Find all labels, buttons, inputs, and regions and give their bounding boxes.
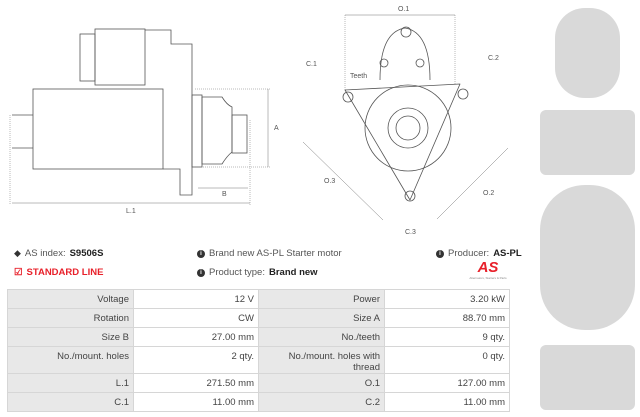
dimension-label-c1: C.1 xyxy=(306,61,317,68)
spec-label: No./mount. holes with thread xyxy=(258,346,385,374)
product-photo-front xyxy=(540,185,635,330)
spec-value: 9 qty. xyxy=(384,327,510,347)
info-icon: i xyxy=(197,268,205,277)
producer: i Producer:AS-PL xyxy=(436,248,522,259)
spec-label: C.2 xyxy=(258,392,385,412)
dimension-label-o2: O.2 xyxy=(483,190,494,197)
side-view-dimensions xyxy=(9,88,270,205)
spec-value: 88.70 mm xyxy=(384,308,510,328)
standard-line-badge: ☑ STANDARD LINE xyxy=(14,267,104,278)
side-view-drawing xyxy=(12,28,248,196)
spec-label: Power xyxy=(258,289,385,309)
spec-value: CW xyxy=(133,308,259,328)
dimension-label-l1: L.1 xyxy=(126,208,136,215)
spec-value: 271.50 mm xyxy=(133,373,259,393)
description: i Brand new AS-PL Starter motor xyxy=(197,248,342,259)
dimension-label-a: A xyxy=(274,125,279,132)
spec-value: 11.00 mm xyxy=(133,392,259,412)
spec-value: 127.00 mm xyxy=(384,373,510,393)
spec-label: Size A xyxy=(258,308,385,328)
spec-value: 3.20 kW xyxy=(384,289,510,309)
as-index: ◆ AS index:S9506S xyxy=(14,248,104,259)
product-photo-side xyxy=(540,110,635,175)
spec-label: L.1 xyxy=(7,373,134,393)
spec-label: O.1 xyxy=(258,373,385,393)
spec-label: Voltage xyxy=(7,289,134,309)
spec-label: No./teeth xyxy=(258,327,385,347)
spec-value: 2 qty. xyxy=(133,346,259,374)
teeth-label: Teeth xyxy=(350,73,367,80)
tag-icon: ◆ xyxy=(14,248,21,258)
spec-value: 12 V xyxy=(133,289,259,309)
spec-label: Rotation xyxy=(7,308,134,328)
spec-label: C.1 xyxy=(7,392,134,412)
dimension-label-c2: C.2 xyxy=(488,55,499,62)
technical-drawings: A B L.1 O.1 O.2 O.3 C.1 C.2 C.3 Teeth xyxy=(9,6,509,236)
dimension-label-o3: O.3 xyxy=(324,178,335,185)
spec-label: Size B xyxy=(7,327,134,347)
checkbox-icon: ☑ xyxy=(14,267,23,278)
dimension-label-o1: O.1 xyxy=(398,6,409,13)
product-type: i Product type:Brand new xyxy=(197,267,318,278)
spec-label: No./mount. holes xyxy=(7,346,134,374)
product-photo-side-2 xyxy=(540,345,635,410)
info-icon: i xyxy=(436,249,444,258)
dimension-label-b: B xyxy=(222,191,227,198)
info-icon: i xyxy=(197,249,205,258)
spec-value: 11.00 mm xyxy=(384,392,510,412)
product-photo-rear xyxy=(555,8,620,98)
spec-value: 0 qty. xyxy=(384,346,510,374)
front-view-drawing xyxy=(342,26,469,202)
dimension-label-c3: C.3 xyxy=(405,229,416,236)
as-pl-logo: AS Alternators, Starters & Parts xyxy=(465,260,511,281)
spec-value: 27.00 mm xyxy=(133,327,259,347)
logo-tagline: Alternators, Starters & Parts xyxy=(469,276,507,280)
